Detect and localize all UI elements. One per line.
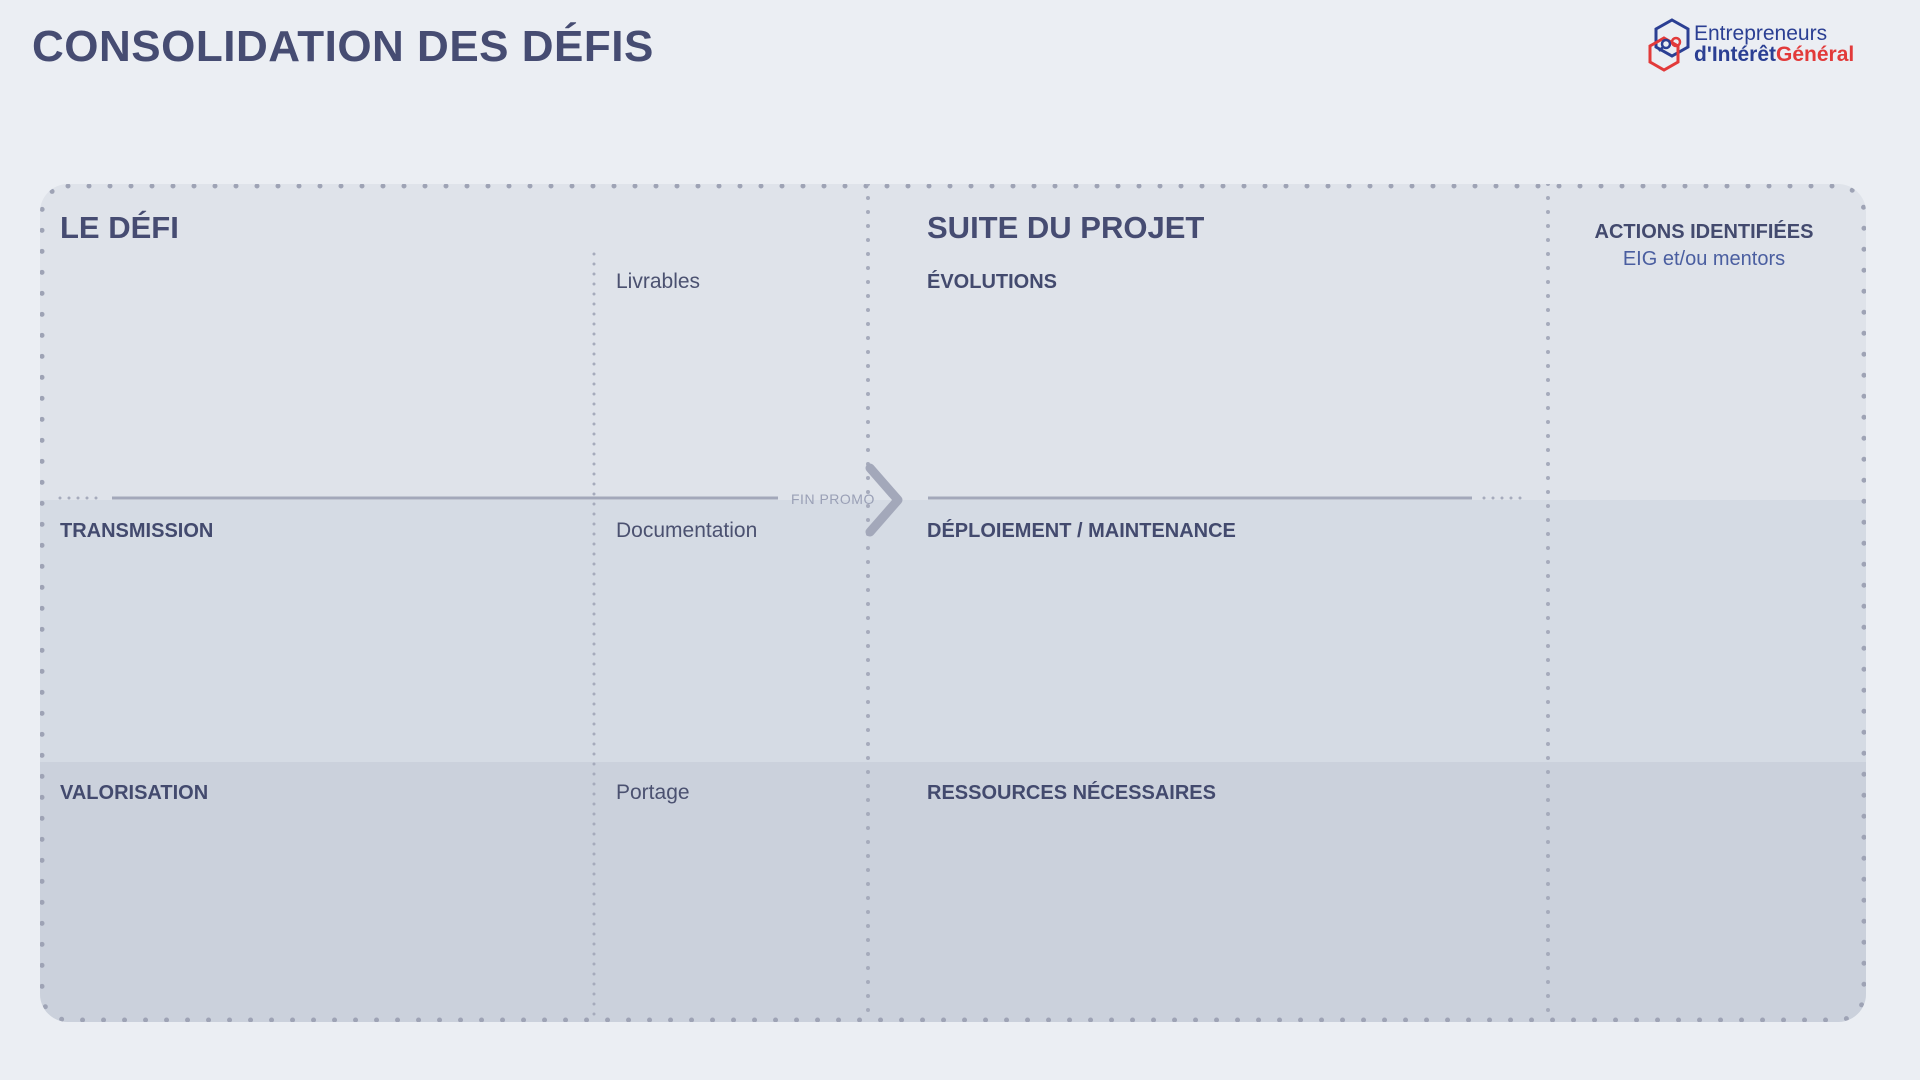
- section-suite-du-projet: SUITE DU PROJET: [927, 210, 1205, 245]
- hexagon-logo-icon: [1648, 18, 1690, 72]
- band-transmission: [40, 500, 1866, 762]
- eig-logo: Entrepreneurs d'IntérêtGénéral: [1646, 18, 1886, 74]
- cell-deploiement-maintenance: DÉPLOIEMENT / MAINTENANCE: [927, 520, 1236, 542]
- challenge-canvas: LE DÉFI SUITE DU PROJET ACTIONS IDENTIFI…: [40, 184, 1866, 1022]
- logo-line-2a: d'Intérêt: [1694, 43, 1777, 66]
- cell-evolutions: ÉVOLUTIONS: [927, 271, 1058, 293]
- cell-portage: Portage: [616, 781, 690, 804]
- milestone-fin-promo: FIN PROMO: [791, 491, 875, 507]
- cell-documentation: Documentation: [616, 519, 758, 542]
- actions-title: ACTIONS IDENTIFIÉES: [1594, 221, 1814, 243]
- cell-valorisation: VALORISATION: [60, 782, 209, 804]
- band-valorisation: [40, 762, 1866, 1022]
- actions-subtitle: EIG et/ou mentors: [1622, 248, 1786, 270]
- page-title: CONSOLIDATION DES DÉFIS: [32, 22, 654, 71]
- chevron-right-icon: [865, 463, 903, 537]
- cell-transmission: TRANSMISSION: [60, 520, 214, 542]
- logo-line-1: Entrepreneurs: [1694, 22, 1828, 45]
- cell-ressources-necessaires: RESSOURCES NÉCESSAIRES: [927, 782, 1216, 804]
- logo-line-2b: Général: [1776, 43, 1855, 66]
- canvas-grid-lines: [40, 184, 1866, 1022]
- cell-livrables: Livrables: [616, 270, 701, 293]
- section-le-defi: LE DÉFI: [60, 210, 179, 245]
